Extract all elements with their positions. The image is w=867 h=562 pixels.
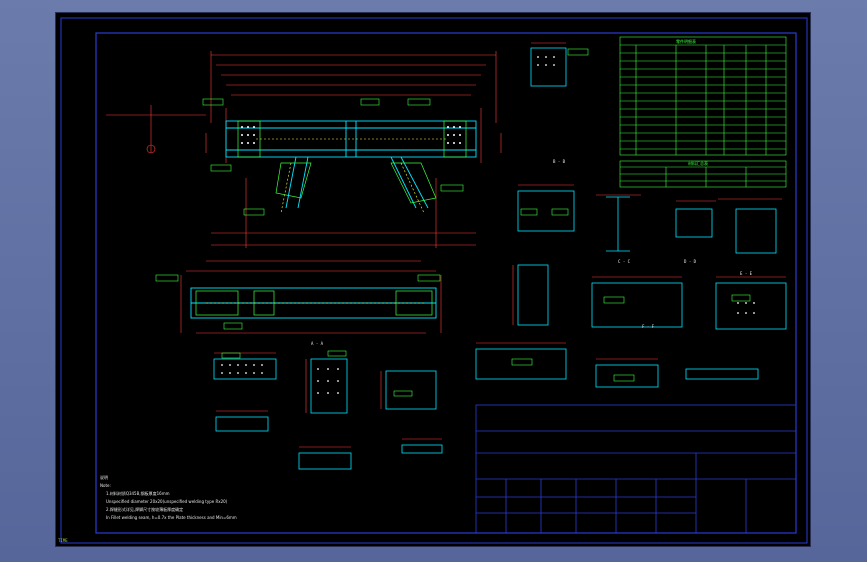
section-label-bb: B - B bbox=[553, 159, 566, 164]
inner-border bbox=[95, 32, 797, 534]
section-label-cc: C - C bbox=[618, 259, 631, 264]
section-label-ee: E - E bbox=[740, 271, 753, 276]
corner-tag: TIME bbox=[58, 538, 68, 543]
section-label-ff: F - F bbox=[642, 324, 655, 329]
plate-details bbox=[213, 350, 443, 470]
weld-lines bbox=[256, 138, 446, 214]
parts-table-header: 零件明细表 bbox=[676, 38, 696, 44]
cad-drawing-viewport[interactable]: A - A B - B C - C D - D E - E F - F 零件明细… bbox=[55, 12, 811, 547]
beam-outline bbox=[225, 120, 477, 209]
bolt-holes bbox=[241, 126, 461, 144]
parts-table bbox=[619, 36, 787, 188]
notes-line-1: 1.材料材质Q345B,钢板厚度16mm bbox=[106, 491, 170, 496]
notes-heading: Note: bbox=[100, 483, 111, 488]
section-labels: A - A B - B C - C D - D E - E F - F 零件明细… bbox=[311, 38, 753, 346]
part-tags bbox=[202, 98, 464, 216]
summary-table-header: 材料汇总表 bbox=[688, 160, 708, 166]
notes-line-3: 2.焊缝形式详见,焊脚尺寸按较薄板厚度确定 bbox=[106, 507, 184, 512]
notes-line-2: Unspecified diameter 20x20(unspecified w… bbox=[106, 499, 228, 504]
section-label-aa: A - A bbox=[311, 341, 324, 346]
notes-title: 说明 bbox=[100, 475, 108, 480]
drawing-canvas[interactable]: A - A B - B C - C D - D E - E F - F 零件明细… bbox=[56, 13, 812, 548]
detail-views bbox=[475, 42, 787, 388]
title-block bbox=[475, 404, 797, 534]
section-a-view bbox=[155, 260, 442, 334]
outer-border bbox=[60, 17, 808, 544]
section-label-dd: D - D bbox=[684, 259, 697, 264]
main-elevation bbox=[106, 51, 502, 248]
gusset-plates bbox=[237, 120, 467, 204]
notes-line-4: In Fillet welding seam, h=0.7x the Plate… bbox=[106, 515, 237, 520]
dimension-lines bbox=[205, 51, 502, 248]
center-line bbox=[106, 105, 206, 154]
